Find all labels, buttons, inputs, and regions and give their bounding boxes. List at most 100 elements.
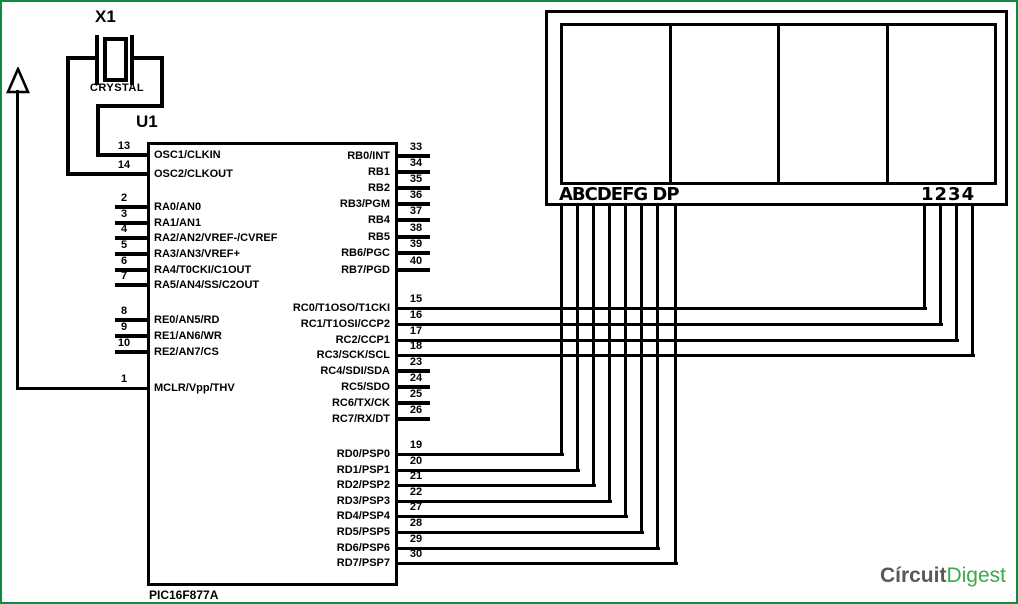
pin-name: RA3/AN3/VREF+ [154,248,240,260]
pin-name: RB3/PGM [339,198,390,210]
net-wire [656,205,659,550]
pin-number: 10 [117,337,131,349]
pin-name: RB2 [367,182,390,194]
pin-stub [397,251,430,255]
pin-number: 6 [120,255,128,267]
pin-name: RB5 [367,231,390,243]
pin-name: RA0/AN0 [154,201,202,213]
pin-name: OSC2/CLKOUT [154,168,233,180]
pin-name: RC5/SDO [341,381,390,393]
digit-cell-4 [885,26,994,182]
pin-number: 18 [409,340,423,352]
net-wire [397,531,644,534]
pin-number: 20 [409,455,423,467]
crystal-wire [96,104,164,108]
pin-stub [397,385,430,389]
pin-number: 24 [409,372,423,384]
pin-number: 34 [409,157,423,169]
pin-name: RB7/PGD [341,264,390,276]
pin-name: RE1/AN6/WR [154,330,222,342]
crystal-label: CRYSTAL [89,82,145,94]
pin-number: 35 [409,173,423,185]
pin-number: 3 [120,208,128,220]
net-wire [939,205,942,326]
pin-number: 8 [120,305,128,317]
display-segment-pin-labels: ABCDEFG DP [559,184,680,205]
pin-stub [115,318,149,322]
pin-number: 14 [117,159,131,171]
pin-stub [115,252,149,256]
pin-stub [397,202,430,206]
pin-number: 17 [409,325,423,337]
net-wire [397,515,628,518]
pin-number: 37 [409,205,423,217]
pin-stub [397,154,430,158]
pin-number: 4 [120,223,128,235]
pin-name: RA1/AN1 [154,217,202,229]
digit-cell-2 [668,26,777,182]
pin-stub [115,334,149,338]
pin-name: RD5/PSP5 [336,526,390,538]
pin-number: 1 [120,373,128,385]
pin-name: RD2/PSP2 [336,479,390,491]
pin-name: RB0/INT [347,150,390,162]
pin-number: 28 [409,517,423,529]
crystal-wire [160,56,164,108]
pin-number: 9 [120,321,128,333]
pin-number: 7 [120,270,128,282]
pin-number: 26 [409,404,423,416]
pin-wire [96,153,148,157]
pin-number: 36 [409,189,423,201]
pin-name: MCLR/Vpp/THV [154,382,235,394]
net-wire [608,205,611,503]
pin-name: RC7/RX/DT [331,413,390,425]
pin-stub [115,205,149,209]
pin-name: RD7/PSP7 [336,557,390,569]
pin-name: RD0/PSP0 [336,448,390,460]
pin-name: RE2/AN7/CS [154,346,219,358]
digit-cell-3 [777,26,886,182]
pin-name: RA5/AN4/SS/C2OUT [154,279,260,291]
net-wire [640,205,643,534]
net-wire [397,484,596,487]
pin-number: 15 [409,293,423,305]
pin-number: 38 [409,222,423,234]
pin-number: 27 [409,501,423,513]
pin-number: 39 [409,238,423,250]
pin-name: RB1 [367,166,390,178]
pin-stub [397,417,430,421]
net-wire [397,354,975,357]
pin-name: RB6/PGC [341,247,390,259]
pin-number: 30 [409,548,423,560]
net-wire [397,323,943,326]
pin-wire [16,387,148,390]
net-wire [397,562,678,565]
net-wire [674,205,677,565]
ic-part-number: PIC16F877A [149,588,219,602]
pin-name: RC2/CCP1 [335,334,390,346]
net-wire [397,339,959,342]
crystal-wire [66,56,70,176]
pin-number: 33 [409,141,423,153]
pin-wire [66,172,148,176]
pin-stub [115,221,149,225]
net-wire [576,205,579,472]
pin-number: 25 [409,388,423,400]
pin-stub [115,268,149,272]
pin-stub [397,235,430,239]
pin-name: RD6/PSP6 [336,542,390,554]
pin-name: RA2/AN2/VREF-/CVREF [154,232,278,244]
display-digit-pin-labels: 1234 [921,184,976,205]
digit-cell-1 [563,26,669,182]
logo-circuit-text: Círcuit [879,564,947,587]
net-wire [397,500,612,503]
pin-number: 19 [409,439,423,451]
net-wire [397,453,564,456]
net-wire [397,547,660,550]
crystal-wire [66,56,99,60]
net-wire [397,307,927,310]
crystal-wire [96,104,100,155]
ic-body [147,142,398,586]
pin-stub [397,268,430,272]
